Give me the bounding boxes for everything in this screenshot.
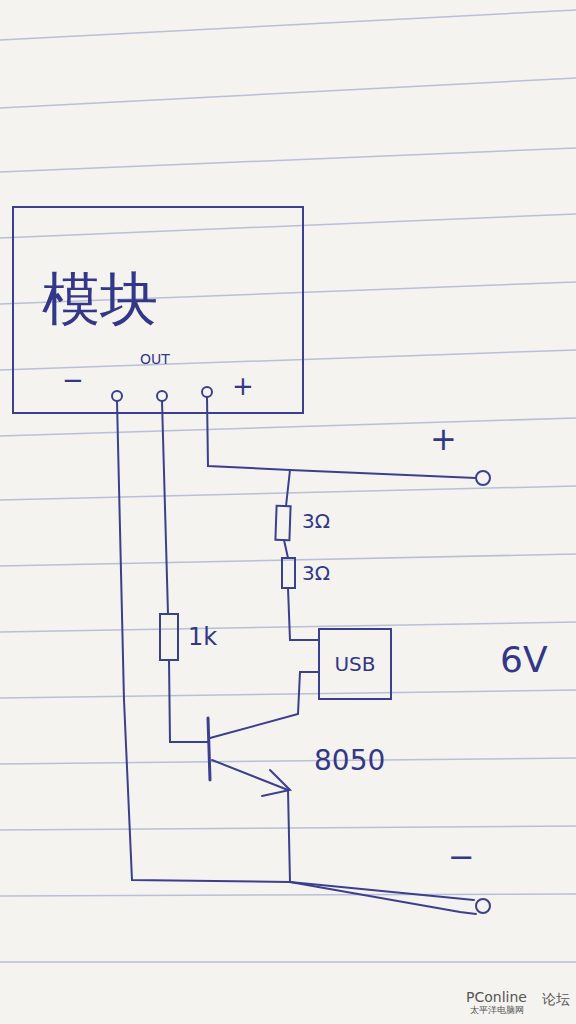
resistor-value: 3Ω (302, 562, 330, 584)
pin-label: − (62, 366, 84, 395)
watermark: 太平洋电脑网 (470, 1006, 524, 1016)
node-label: 模块 (42, 268, 158, 332)
wires (112, 387, 490, 914)
pin-label: + (232, 372, 254, 401)
resistor-value: 3Ω (302, 510, 330, 532)
voltage-label: 6V (500, 640, 548, 680)
transistor-label: 8050 (314, 746, 385, 777)
terminal-label: − (448, 840, 475, 875)
notebook-rules (0, 10, 576, 962)
watermark: PConline (466, 990, 527, 1005)
watermark: 论坛 (542, 992, 570, 1007)
module-box: 模块 (12, 206, 304, 414)
usb-box: USB (318, 628, 392, 700)
terminal-label: + (430, 422, 457, 457)
node-label: USB (334, 653, 375, 675)
resistor-value: 1k (188, 624, 217, 650)
pin-label: OUT (140, 352, 170, 367)
